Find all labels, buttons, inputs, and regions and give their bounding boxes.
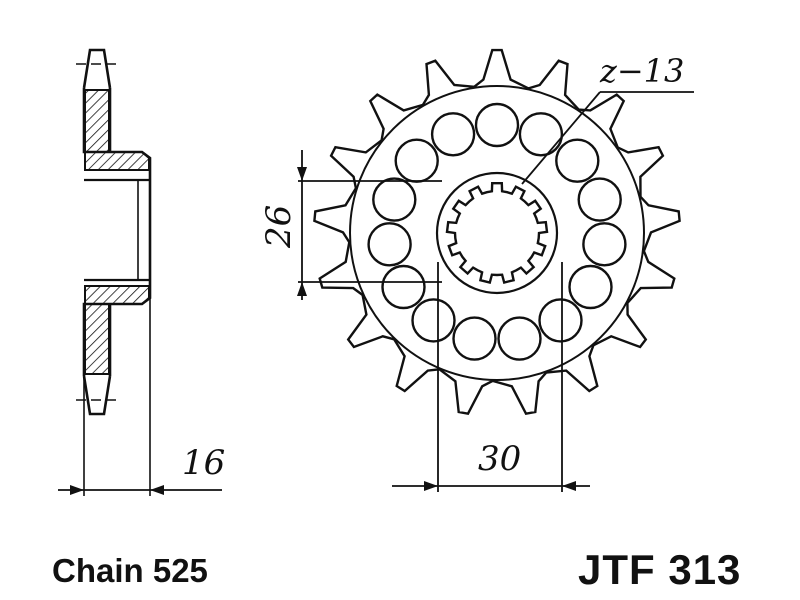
- hatched-section-lower-web: [84, 303, 110, 375]
- hub-circle: [435, 171, 559, 295]
- side-profile-top-tooth: [82, 48, 112, 89]
- chain-size-caption: Chain 525: [52, 552, 208, 589]
- side-profile-bottom-tooth: [82, 375, 112, 416]
- lightening-hole: [497, 316, 542, 361]
- arrowhead-right: [150, 485, 164, 495]
- arrowhead-left: [424, 481, 438, 491]
- hatched-section-upper-hub: [84, 151, 150, 171]
- part-number-caption: JTF 313: [578, 546, 742, 593]
- lightening-hole: [430, 112, 476, 157]
- tooth-count-label: z−13: [599, 52, 684, 90]
- arrowhead-down: [297, 282, 307, 296]
- lightening-hole: [555, 138, 600, 183]
- lightening-hole: [452, 316, 497, 361]
- tooth-count-leader: [521, 91, 694, 185]
- arrowhead-up: [297, 167, 307, 181]
- lightening-hole: [372, 177, 417, 222]
- lightening-hole: [394, 138, 439, 183]
- spline-bore-outline: [445, 182, 549, 284]
- lightening-hole: [568, 264, 613, 310]
- width-dimension: [392, 262, 590, 492]
- thickness-dimension: [58, 485, 222, 495]
- lightening-hole: [538, 298, 583, 343]
- lightening-hole: [518, 112, 564, 157]
- lightening-holes: [367, 102, 627, 361]
- sprocket-front-view: [313, 48, 681, 416]
- sprocket-side-section-view: [76, 48, 152, 496]
- lightening-hole: [367, 222, 412, 267]
- lightening-hole: [582, 222, 627, 267]
- thickness-dimension-label: 16: [182, 443, 225, 483]
- lightening-hole: [411, 298, 456, 343]
- sprocket-tooth-outline: [313, 48, 681, 416]
- arrowhead-left: [70, 485, 84, 495]
- lightening-hole: [381, 264, 426, 310]
- width-dimension-label: 30: [478, 439, 521, 479]
- height-dimension-label: 26: [259, 205, 299, 249]
- lightening-hole: [474, 102, 520, 148]
- hatched-section-upper-web: [84, 89, 110, 153]
- arrowhead-right: [562, 481, 576, 491]
- height-dimension: [297, 150, 442, 300]
- hatched-section-lower-hub: [84, 285, 150, 305]
- lightening-hole: [577, 177, 622, 222]
- root-circle: [349, 85, 645, 381]
